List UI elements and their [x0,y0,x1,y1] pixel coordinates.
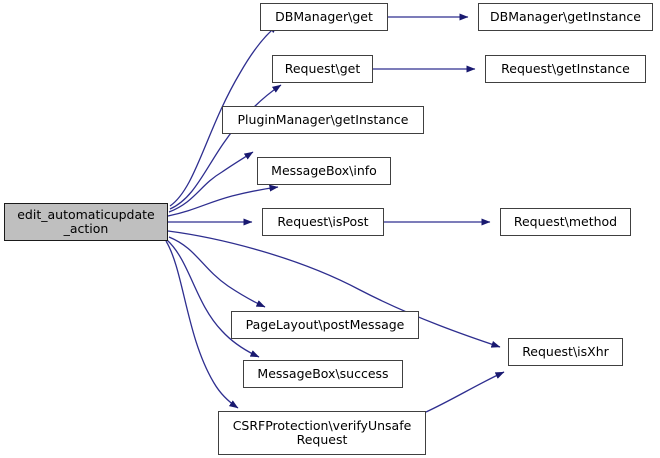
node-label: MessageBox\info [271,163,377,178]
edge-root-to-csrf_verifyunsaferequest [165,240,239,409]
edge-root-to-request_isxhr [167,230,501,348]
node-dbmanager_get[interactable]: DBManager\get [260,3,388,31]
node-label: Request\isPost [277,214,369,229]
node-label: Request\getInstance [501,61,630,76]
edges-group [165,13,505,413]
node-root[interactable]: edit_automaticupdate _action [4,203,168,241]
node-label: DBManager\get [275,9,373,24]
node-label: PageLayout\postMessage [245,317,405,332]
node-pagelayout_postmessage[interactable]: PageLayout\postMessage [231,311,419,339]
node-label: Request\isXhr [522,344,609,359]
node-label: PluginManager\getInstance [237,112,409,127]
node-label: MessageBox\success [257,366,389,381]
node-request_get[interactable]: Request\get [272,55,373,83]
node-pluginmanager_getinstance[interactable]: PluginManager\getInstance [222,106,424,134]
edge-root-to-pluginmanager_getinstance [168,151,254,213]
node-label: Request\method [513,214,618,229]
edge-root-to-pagelayout_postmessage [168,236,266,308]
node-label: edit_automaticupdate _action [17,207,155,236]
edge-root-to-dbmanager_get [169,24,279,207]
node-csrf_verifyunsaferequest[interactable]: CSRFProtection\verifyUnsafe Request [218,411,426,455]
node-messagebox_success[interactable]: MessageBox\success [243,360,403,388]
edge-root-to-request_get [169,84,282,210]
node-label: CSRFProtection\verifyUnsafe Request [232,418,412,447]
edge-root-to-messagebox_success [166,239,260,358]
edge-root-to-messagebox_info [167,184,279,217]
node-request_isxhr[interactable]: Request\isXhr [508,338,623,366]
node-messagebox_info[interactable]: MessageBox\info [257,157,391,185]
node-label: DBManager\getInstance [490,9,641,24]
node-request_method[interactable]: Request\method [500,208,631,236]
node-request_ispost[interactable]: Request\isPost [262,208,384,236]
node-label: Request\get [284,61,361,76]
node-request_getinstance[interactable]: Request\getInstance [485,55,646,83]
edge-csrf_verifyunsaferequest-to-request_isxhr [425,371,505,413]
node-dbmanager_getinstance[interactable]: DBManager\getInstance [478,3,653,31]
